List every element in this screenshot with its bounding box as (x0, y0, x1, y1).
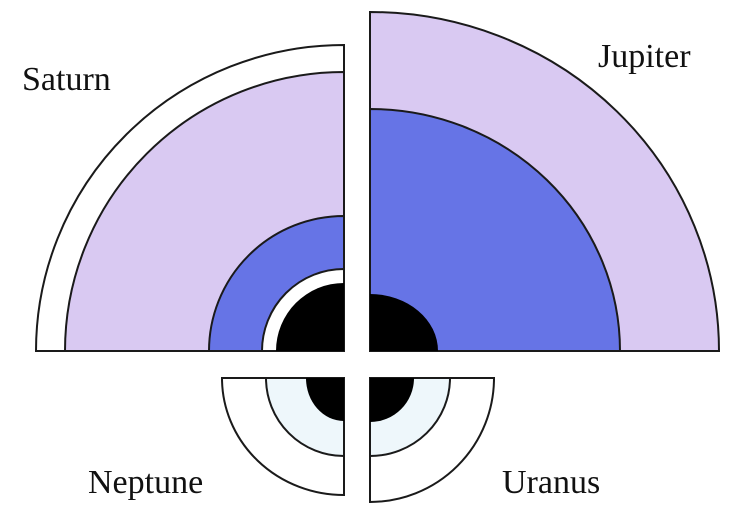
jupiter-label: Jupiter (598, 38, 691, 75)
uranus-label: Uranus (502, 464, 600, 501)
neptune-cross-section (222, 378, 344, 495)
uranus-cross-section (370, 378, 494, 502)
neptune-label: Neptune (88, 464, 203, 501)
saturn-label: Saturn (22, 61, 111, 98)
